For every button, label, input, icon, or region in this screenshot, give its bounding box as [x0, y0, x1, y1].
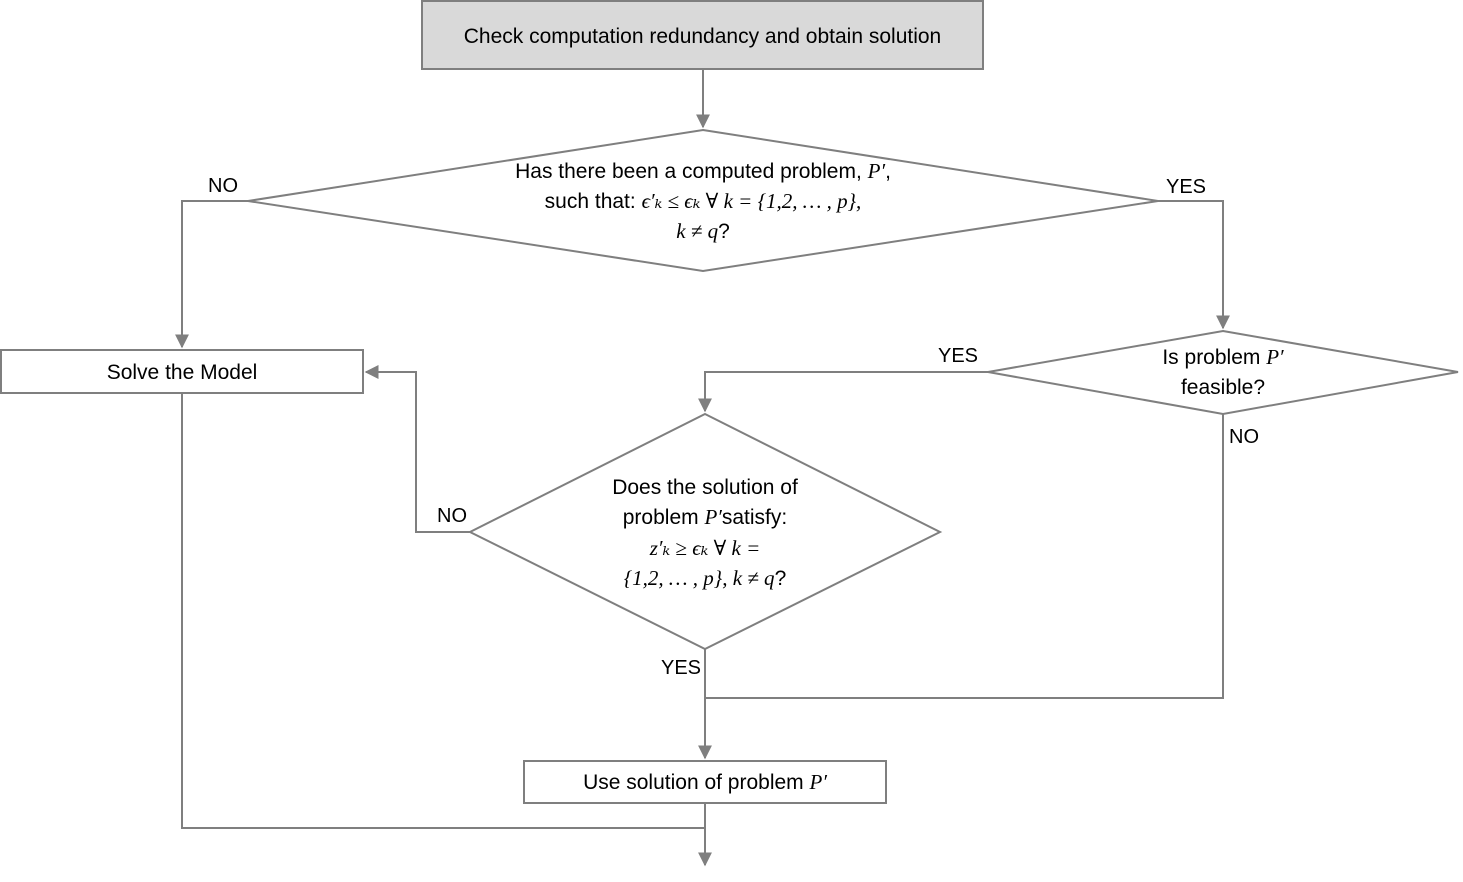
decision-feasible-line2: feasible? [1181, 376, 1265, 399]
svg-text:Does the solution of: Does the solution of [612, 476, 798, 499]
solve-model-box [0, 349, 364, 394]
edge-solve-to-exit [181, 393, 705, 829]
decision-computed-line2-math: ϵ′ₖ ≤ ϵₖ ∀ k = {1,2, … , p}, [642, 189, 862, 213]
decision-satisfy-line4-suffix: ? [775, 567, 787, 590]
start-text: Check computation redundancy and obtain … [464, 25, 941, 48]
svg-text:{1,2, … , p}, k ≠ q?: {1,2, … , p}, k ≠ q? [624, 566, 787, 590]
decision-satisfy-line2-prefix: problem [623, 506, 705, 529]
edge-satisfy-no-to-solve [364, 365, 470, 533]
decision-satisfy-line4-math: {1,2, … , p}, k ≠ q [624, 566, 775, 590]
svg-text:feasible?: feasible? [1181, 376, 1265, 399]
label-computed-yes: YES [1166, 176, 1206, 198]
label-satisfy-no: NO [437, 505, 467, 527]
solve-model-text: Solve the Model [107, 361, 258, 384]
decision-computed-line3-suffix: ? [718, 220, 730, 243]
decision-satisfy-line2-math: P′ [703, 505, 722, 529]
decision-feasible-node: Is problem P′ feasible? [987, 329, 1459, 416]
decision-computed-diamond [247, 128, 1159, 273]
decision-computed-line3-math: k ≠ q [676, 219, 718, 243]
edge-computed-no-to-solve [175, 200, 248, 349]
use-solution-box [523, 760, 887, 804]
decision-feasible-line1-prefix: Is problem [1162, 346, 1266, 369]
decision-computed-node: Has there been a computed problem, P′, s… [247, 128, 1159, 273]
decision-satisfy-diamond [467, 412, 943, 651]
svg-text:Has there been a computed prob: Has there been a computed problem, P′, [515, 159, 891, 183]
decision-feasible-diamond [987, 329, 1459, 416]
label-computed-no: NO [208, 175, 238, 197]
start-node: Check computation redundancy and obtain … [421, 0, 984, 70]
decision-satisfy-line1: Does the solution of [612, 476, 798, 499]
svg-text:Solve the Model: Solve the Model [107, 361, 258, 384]
label-satisfy-yes: YES [661, 657, 701, 679]
decision-computed-line1-math: P′ [867, 159, 886, 183]
use-solution-node: Use solution of problem P′ [523, 760, 887, 804]
svg-text:Is problem P′: Is problem P′ [1162, 345, 1284, 369]
svg-text:k ≠ q?: k ≠ q? [676, 219, 730, 243]
svg-text:Use solution of problem P′: Use solution of problem P′ [583, 770, 827, 794]
label-feasible-no: NO [1229, 426, 1259, 448]
decision-satisfy-line2-suffix: satisfy: [722, 506, 787, 529]
svg-text:z′ₖ ≥ ϵₖ ∀ k =: z′ₖ ≥ ϵₖ ∀ k = [649, 536, 761, 560]
decision-computed-line1-prefix: Has there been a computed problem, [515, 160, 868, 183]
label-feasible-yes: YES [938, 345, 978, 367]
svg-text:problem P′satisfy:: problem P′satisfy: [623, 505, 787, 529]
edge-feasible-no-merge [705, 414, 1224, 699]
edge-computed-yes-to-feasible [1158, 200, 1230, 330]
decision-satisfy-line3-math: z′ₖ ≥ ϵₖ ∀ k = [649, 536, 761, 560]
decision-satisfy-node: Does the solution of problem P′satisfy: … [467, 412, 943, 651]
solve-model-node: Solve the Model [0, 349, 364, 394]
use-solution-text-prefix: Use solution of problem [583, 771, 809, 794]
decision-feasible-line1-math: P′ [1265, 345, 1284, 369]
svg-text:Check computation redundancy a: Check computation redundancy and obtain … [464, 25, 941, 48]
start-box [421, 0, 984, 70]
edge-feasible-yes-to-satisfy [698, 371, 988, 413]
svg-text:such that: ϵ′ₖ ≤ ϵₖ ∀ k = {1,2: such that: ϵ′ₖ ≤ ϵₖ ∀ k = {1,2, … , p}, [545, 189, 862, 213]
use-solution-text-math: P′ [809, 770, 828, 794]
decision-computed-line1-suffix: , [885, 160, 891, 183]
decision-computed-line2-prefix: such that: [545, 190, 642, 213]
